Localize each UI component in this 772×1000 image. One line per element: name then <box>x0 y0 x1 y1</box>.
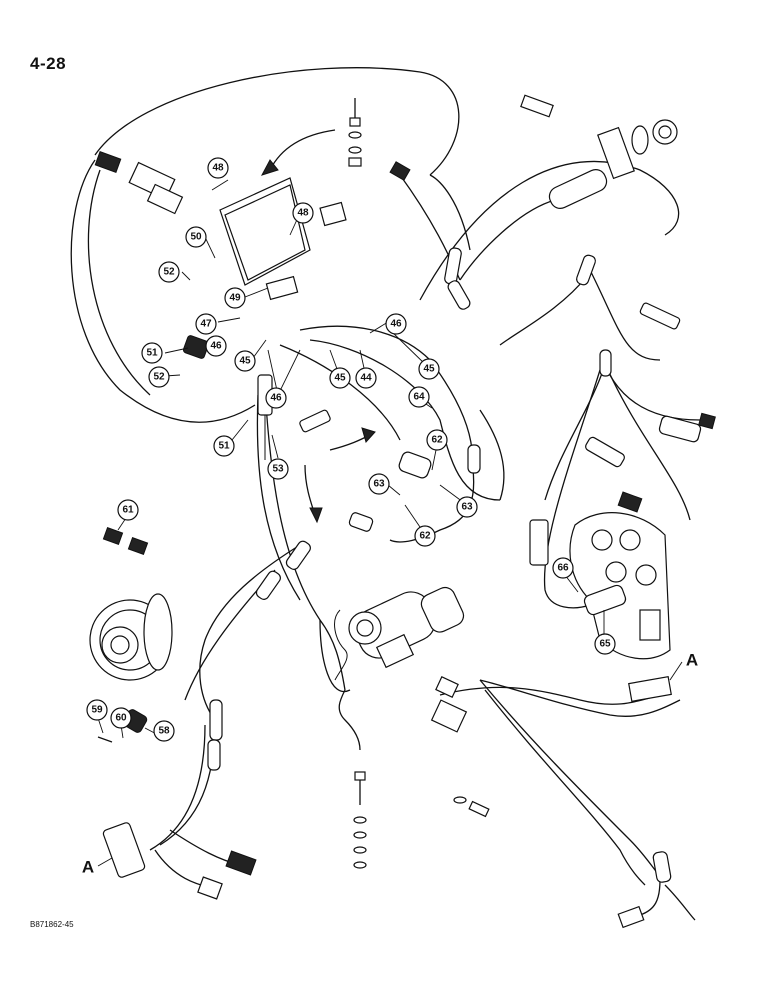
callout-53: 53 <box>267 458 289 480</box>
svg-text:49: 49 <box>229 293 241 304</box>
callout-60: 60 <box>110 707 132 729</box>
callout-64: 64 <box>408 386 430 408</box>
callout-46-center: 46 <box>265 387 287 409</box>
svg-text:63: 63 <box>461 502 473 513</box>
direction-arrows <box>260 129 376 524</box>
ground-bolt-stack <box>353 771 490 869</box>
callout-65: 65 <box>594 633 616 655</box>
callout-50: 50 <box>185 226 207 248</box>
page-number: 4-28 <box>30 54 67 73</box>
callout-61: 61 <box>117 499 139 521</box>
mounting-plate <box>219 177 347 301</box>
svg-text:61: 61 <box>122 505 134 516</box>
left-a-connector <box>102 822 257 900</box>
callout-63-right: 63 <box>456 496 478 518</box>
callout-52-upper: 52 <box>158 261 180 283</box>
svg-text:62: 62 <box>431 435 443 446</box>
callout-44: 44 <box>355 367 377 389</box>
svg-text:58: 58 <box>158 726 170 737</box>
callout-51-lower: 51 <box>213 435 235 457</box>
svg-text:52: 52 <box>153 372 165 383</box>
callout-51-upper: 51 <box>141 342 163 364</box>
callout-52-lower: 52 <box>148 366 170 388</box>
callout-62-upper: 62 <box>426 429 448 451</box>
injection-pump <box>529 491 671 660</box>
svg-text:45: 45 <box>239 356 251 367</box>
harness-sleeves <box>207 247 672 883</box>
callout-48-upper: 48 <box>207 157 229 179</box>
svg-text:60: 60 <box>115 713 127 724</box>
connector-label-left: A <box>82 858 94 877</box>
callout-46-left: 46 <box>205 335 227 357</box>
callout-48-right: 48 <box>292 202 314 224</box>
svg-text:64: 64 <box>413 392 425 403</box>
stud-bolt-stack <box>348 98 362 167</box>
svg-text:63: 63 <box>373 479 385 490</box>
svg-text:48: 48 <box>297 208 309 219</box>
temperature-sensor <box>585 302 716 468</box>
svg-text:46: 46 <box>270 393 282 404</box>
svg-text:51: 51 <box>218 441 230 452</box>
callout-45-left: 45 <box>234 350 256 372</box>
svg-text:46: 46 <box>390 319 402 330</box>
connector-labels: A A <box>82 651 698 877</box>
callouts: 48 48 50 52 49 47 46 51 52 45 46 51 53 4… <box>86 157 616 742</box>
callout-63-left: 63 <box>368 473 390 495</box>
callout-66: 66 <box>552 557 574 579</box>
svg-text:59: 59 <box>91 705 103 716</box>
connector-label-right: A <box>686 651 698 670</box>
callout-59: 59 <box>86 699 108 721</box>
callout-58: 58 <box>153 720 175 742</box>
svg-text:66: 66 <box>557 563 569 574</box>
svg-text:51: 51 <box>146 348 158 359</box>
starter-motor <box>334 586 465 681</box>
glow-plug-switch <box>520 94 678 209</box>
svg-text:53: 53 <box>272 464 284 475</box>
callout-46-right: 46 <box>385 313 407 335</box>
svg-text:45: 45 <box>423 364 435 375</box>
svg-text:52: 52 <box>163 267 175 278</box>
callout-49: 49 <box>224 287 246 309</box>
right-a-connector <box>430 675 672 929</box>
svg-text:50: 50 <box>190 232 202 243</box>
svg-text:46: 46 <box>210 341 222 352</box>
callout-47: 47 <box>195 313 217 335</box>
svg-text:62: 62 <box>419 531 431 542</box>
callout-62-lower: 62 <box>414 525 436 547</box>
svg-text:44: 44 <box>360 373 372 384</box>
svg-text:48: 48 <box>212 163 224 174</box>
svg-text:47: 47 <box>200 319 212 330</box>
svg-text:45: 45 <box>334 373 346 384</box>
svg-text:65: 65 <box>599 639 611 650</box>
drawing-code: B871862-45 <box>30 920 74 929</box>
callout-45-right: 45 <box>418 358 440 380</box>
leader-lines <box>97 179 605 739</box>
alternator <box>89 526 173 681</box>
callout-45-mid: 45 <box>329 367 351 389</box>
upper-left-connector <box>94 151 411 215</box>
